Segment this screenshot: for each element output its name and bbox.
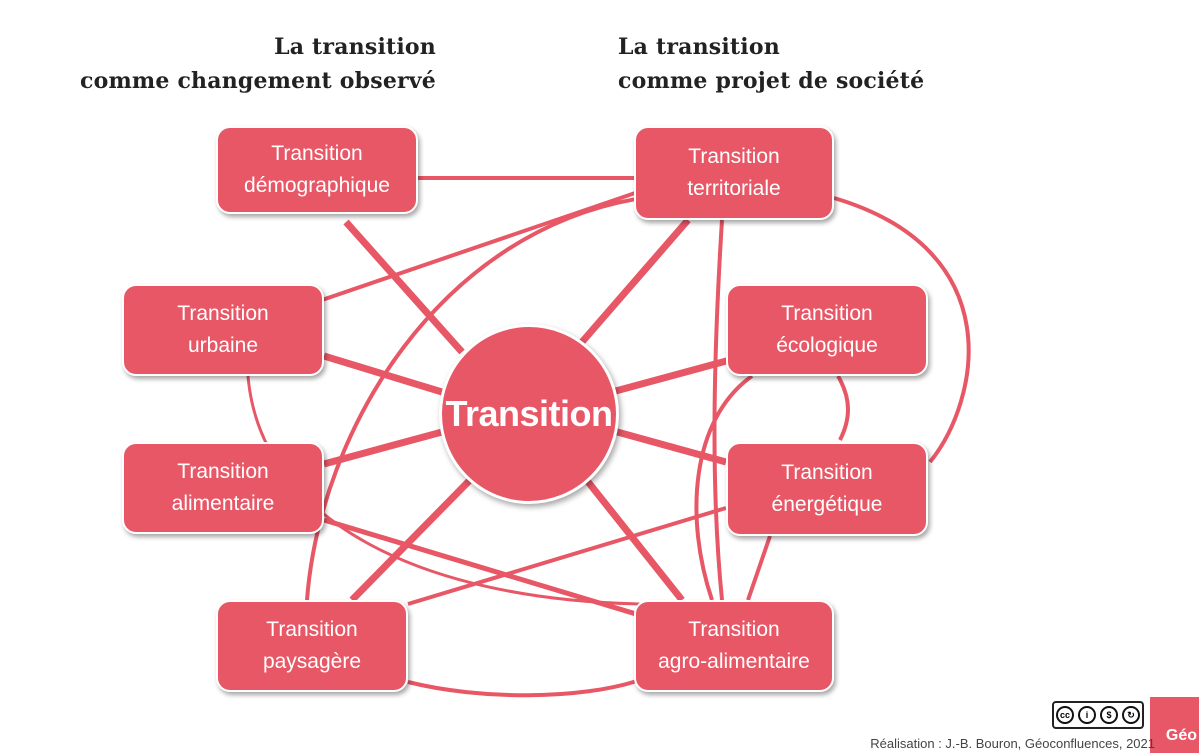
heading-right-line-2: comme projet de société [618, 68, 925, 94]
heading-societal-project: La transition comme projet de société [618, 30, 924, 98]
link-center-territoriale [579, 217, 691, 345]
credit-line: Réalisation : J.-B. Bouron, Géoconfluenc… [870, 736, 1155, 751]
node-transition-urbaine: Transition urbaine [122, 284, 324, 376]
sa-icon: ↻ [1122, 706, 1140, 724]
link-energetique-agro [746, 535, 772, 601]
link-alimentaire-agro [323, 517, 637, 617]
link-ecologique-energetique [836, 374, 850, 441]
node-label-line-2: énergétique [771, 493, 883, 516]
link-territoriale-energetique [833, 196, 971, 464]
link-center-agro [582, 475, 685, 603]
link-urbaine-agro [246, 375, 643, 606]
node-label-line-2: démographique [244, 174, 390, 197]
logo-text: Géo [1165, 727, 1197, 744]
node-label-line-2: agro-alimentaire [658, 650, 810, 673]
link-territoriale-agro [712, 219, 724, 601]
node-label-line-1: Transition [781, 461, 873, 484]
node-label-line-1: Transition [266, 618, 358, 641]
cc-icon: cc [1056, 706, 1074, 724]
node-transition-territoriale: Transition territoriale [634, 126, 834, 220]
node-transition-alimentaire: Transition alimentaire [122, 442, 324, 534]
heading-left-line-1: La transition [274, 34, 436, 60]
link-center-demographique [343, 219, 465, 355]
node-transition-agro-alimentaire: Transition agro-alimentaire [634, 600, 834, 692]
node-label-line-1: Transition [688, 618, 780, 641]
node-label-line-1: Transition [177, 460, 269, 483]
node-label-line-1: Transition [177, 302, 269, 325]
link-paysagere-energetique [407, 506, 727, 606]
link-center-paysagere [349, 477, 473, 603]
heading-observed-change: La transition comme changement observé [80, 30, 436, 98]
creative-commons-badge: cc i $ ↻ [1052, 701, 1144, 729]
node-transition-energetique: Transition énergétique [726, 442, 928, 536]
node-label-line-2: urbaine [187, 334, 259, 357]
link-ecologique-agro [694, 374, 754, 601]
node-transition-demographique: Transition démographique [216, 126, 418, 214]
node-label-line-1: Transition [781, 302, 873, 325]
link-center-alimentaire [323, 428, 443, 468]
link-center-ecologique [611, 356, 731, 396]
heading-left-line-2: comme changement observé [79, 68, 436, 94]
nc-icon: $ [1100, 706, 1118, 724]
node-label-line-2: paysagère [262, 650, 362, 673]
node-label-line-2: écologique [776, 334, 878, 357]
heading-right-line-1: La transition [618, 34, 780, 60]
node-label-line-1: Transition [688, 145, 780, 168]
node-transition-paysagere: Transition paysagère [216, 600, 408, 692]
link-paysagere-agro [407, 678, 641, 698]
link-center-energetique [609, 426, 727, 466]
node-label-line-2: alimentaire [171, 492, 275, 515]
node-label-line-2: territoriale [687, 177, 781, 200]
geoconfluences-logo: Géo [1150, 697, 1199, 753]
central-node-transition: Transition [439, 324, 619, 504]
by-icon: i [1078, 706, 1096, 724]
node-label-line-1: Transition [271, 142, 363, 165]
node-transition-ecologique: Transition écologique [726, 284, 928, 376]
